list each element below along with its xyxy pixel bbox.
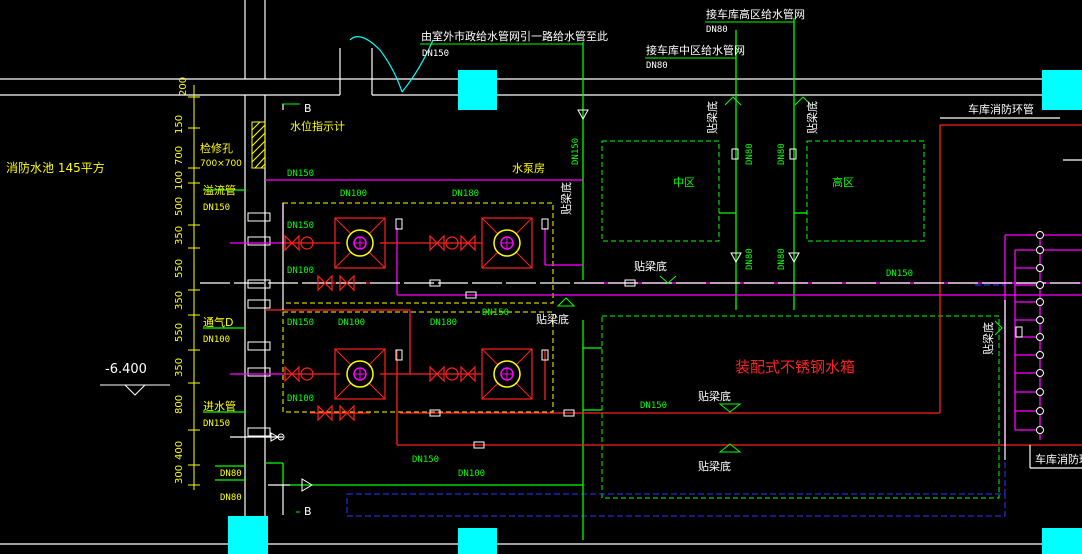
dn-high-feed: DN80: [706, 25, 728, 35]
dn-vert-1: DN150: [571, 138, 581, 165]
beam-label-2: 贴梁底: [536, 312, 569, 326]
dim-13: 300: [174, 465, 185, 484]
dn-tank-outlet: DN150: [640, 401, 667, 411]
pool-label: 消防水池 145平方: [6, 160, 105, 175]
dn-vert-high-bot: DN80: [777, 248, 787, 270]
dim-11: 800: [174, 395, 185, 414]
beam-label-4: 贴梁底: [698, 459, 731, 473]
dn-top-main: DN150: [287, 169, 314, 179]
level-indicator-label: 水位指示计: [290, 119, 345, 133]
dim-7: 550: [174, 259, 185, 278]
wall-sleeves: [247, 212, 271, 437]
valves: [284, 234, 476, 422]
dim-9: 550: [174, 323, 185, 342]
small-valves-white: [270, 109, 1023, 492]
section-b-bottom: B: [304, 505, 312, 518]
beam-label-6: 贴梁底: [805, 101, 819, 134]
leader-lines: [282, 21, 794, 513]
dn-p3-suction: DN150: [287, 318, 314, 328]
dim-8: 350: [174, 291, 185, 310]
hatched-wall: [251, 121, 266, 169]
dn-outdoor: DN150: [422, 49, 449, 59]
dn-p3-a: DN100: [338, 318, 365, 328]
zone-frames: [601, 140, 1000, 499]
zone-high-label: 高区: [832, 175, 854, 189]
zone-high-frame: [806, 140, 925, 242]
dn-inlet: DN150: [203, 419, 230, 429]
red-pipes: [265, 124, 1082, 446]
structural-columns: [228, 70, 1082, 554]
dn-drain-2: DN80: [220, 493, 242, 503]
dn-p3-branch: DN100: [287, 394, 314, 404]
pump-4: [481, 348, 533, 400]
tank-label: 装配式不锈钢水箱: [735, 358, 855, 376]
section-b-top: B: [304, 102, 312, 115]
pump-room-label: 水泵房: [512, 162, 545, 175]
beam-label-3: 贴梁底: [698, 389, 731, 403]
dimension-values: 200 150 700 100 500 350 550 350 550 350 …: [174, 77, 189, 484]
right-terminals: [1036, 231, 1044, 434]
zone-mid-frame: [601, 140, 720, 242]
dn-vert-high-top: DN80: [777, 143, 787, 165]
dim-4: 100: [174, 171, 185, 190]
dn-bottom-a: DN150: [412, 455, 439, 465]
to-high-label: 接车库高区给水管网: [706, 7, 805, 21]
dn-mid-feed: DN80: [646, 61, 668, 71]
dn-top-a: DN100: [340, 189, 367, 199]
inlet-label: 进水管: [203, 399, 236, 413]
beam-label-8: 贴梁底: [981, 322, 995, 355]
access-size-label: 700×700: [200, 159, 242, 169]
dn-drain-1: DN80: [220, 469, 242, 479]
dn-bottom-b: DN100: [458, 469, 485, 479]
dn-p1-suction: DN150: [287, 221, 314, 231]
pump-1: [334, 217, 386, 269]
dn-p1-branch: DN100: [287, 266, 314, 276]
zone-mid-label: 中区: [673, 176, 695, 189]
to-mid-label: 接车库中区给水管网: [646, 43, 745, 57]
dn-vert-mid-top: DN80: [745, 143, 755, 165]
dim-3: 700: [174, 146, 185, 165]
door-swing: [349, 36, 434, 93]
access-hole-label: 检修孔: [200, 141, 233, 155]
dim-12: 400: [174, 441, 185, 460]
dim-1: 200: [178, 77, 189, 96]
dim-10: 350: [174, 358, 185, 377]
dn-vent: DN100: [203, 335, 230, 345]
beam-label-5: 贴梁底: [705, 101, 719, 134]
vent-label: 通气D: [203, 315, 233, 329]
pump-2: [481, 217, 533, 269]
garage-loop-top-label: 车库消防环管: [968, 102, 1034, 116]
tank-frame: [601, 315, 1000, 499]
dim-2: 150: [174, 115, 185, 134]
dimension-column: [188, 85, 200, 490]
beam-label-1: 贴梁底: [634, 259, 667, 273]
pump-row: [334, 217, 533, 400]
dn-mid-main: DN150: [482, 308, 509, 318]
dim-5: 500: [174, 197, 185, 216]
dn-right-main: DN150: [886, 269, 913, 279]
pump-3: [334, 348, 386, 400]
overflow-label: 溢流管: [203, 183, 236, 197]
beam-label-7: 贴梁底: [559, 182, 573, 215]
dim-6: 350: [174, 226, 185, 245]
elevation-label: -6.400: [105, 362, 147, 377]
dn-vert-mid-bot: DN80: [745, 248, 755, 270]
beam-markers: [100, 96, 1003, 453]
dn-top-b: DN180: [452, 189, 479, 199]
garage-loop-bottom-label: 车库消防环: [1035, 452, 1082, 466]
outdoor-pipe-label: 由室外市政给水管网引一路给水管至此: [421, 29, 608, 43]
dn-overflow: DN150: [203, 203, 230, 213]
dn-p3-b: DN180: [430, 318, 457, 328]
